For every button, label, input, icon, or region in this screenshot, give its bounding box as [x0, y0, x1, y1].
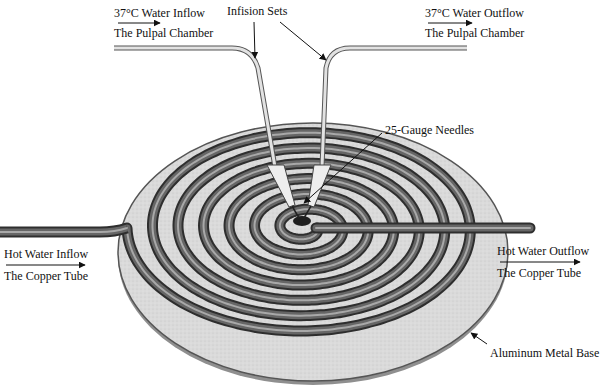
needles — [267, 165, 331, 226]
pulp-chamber — [293, 216, 311, 226]
flow-arrow — [500, 262, 580, 263]
tube-outline — [0, 228, 127, 232]
leader-arrows — [6, 22, 580, 344]
tube-highlight — [316, 227, 530, 229]
aluminum-base — [118, 123, 508, 381]
flow-arrow — [6, 265, 85, 266]
infusion-tube — [322, 48, 467, 167]
infusion-tubes — [114, 48, 467, 167]
callout-label: Aluminum Metal Base — [490, 346, 599, 360]
tube-highlight — [0, 228, 127, 232]
infusion-tube — [322, 48, 467, 167]
flow-arrow — [118, 23, 160, 24]
callout-label: 25-Gauge Needles — [385, 123, 474, 137]
tube-body — [0, 228, 127, 232]
flow-label: 37°C Water Outflow The Pulpal Chamber — [425, 3, 527, 43]
flow-arrow — [428, 23, 472, 24]
leader-arrow — [471, 333, 487, 344]
tube-outline — [316, 223, 530, 234]
flow-label: 37°C Water Inflow The Pulpal Chamber — [114, 3, 216, 43]
flow-label: Hot Water Outflow The Copper Tube — [497, 240, 592, 284]
leader-arrow — [254, 22, 255, 58]
leader-arrow — [304, 133, 382, 203]
needle — [304, 206, 311, 218]
needle — [292, 206, 299, 218]
leader-arrow — [280, 22, 326, 60]
inlet-tube — [0, 228, 127, 232]
infusion-tube — [114, 48, 275, 167]
infusion-tube — [114, 48, 275, 167]
needle-hub — [267, 165, 295, 207]
flow-label: Hot Water Inflow The Copper Tube — [4, 243, 91, 287]
tube-body — [316, 225, 530, 232]
outlet-tube — [316, 228, 530, 229]
needle-hub — [308, 165, 331, 207]
callout-label: Infision Sets — [227, 4, 287, 18]
